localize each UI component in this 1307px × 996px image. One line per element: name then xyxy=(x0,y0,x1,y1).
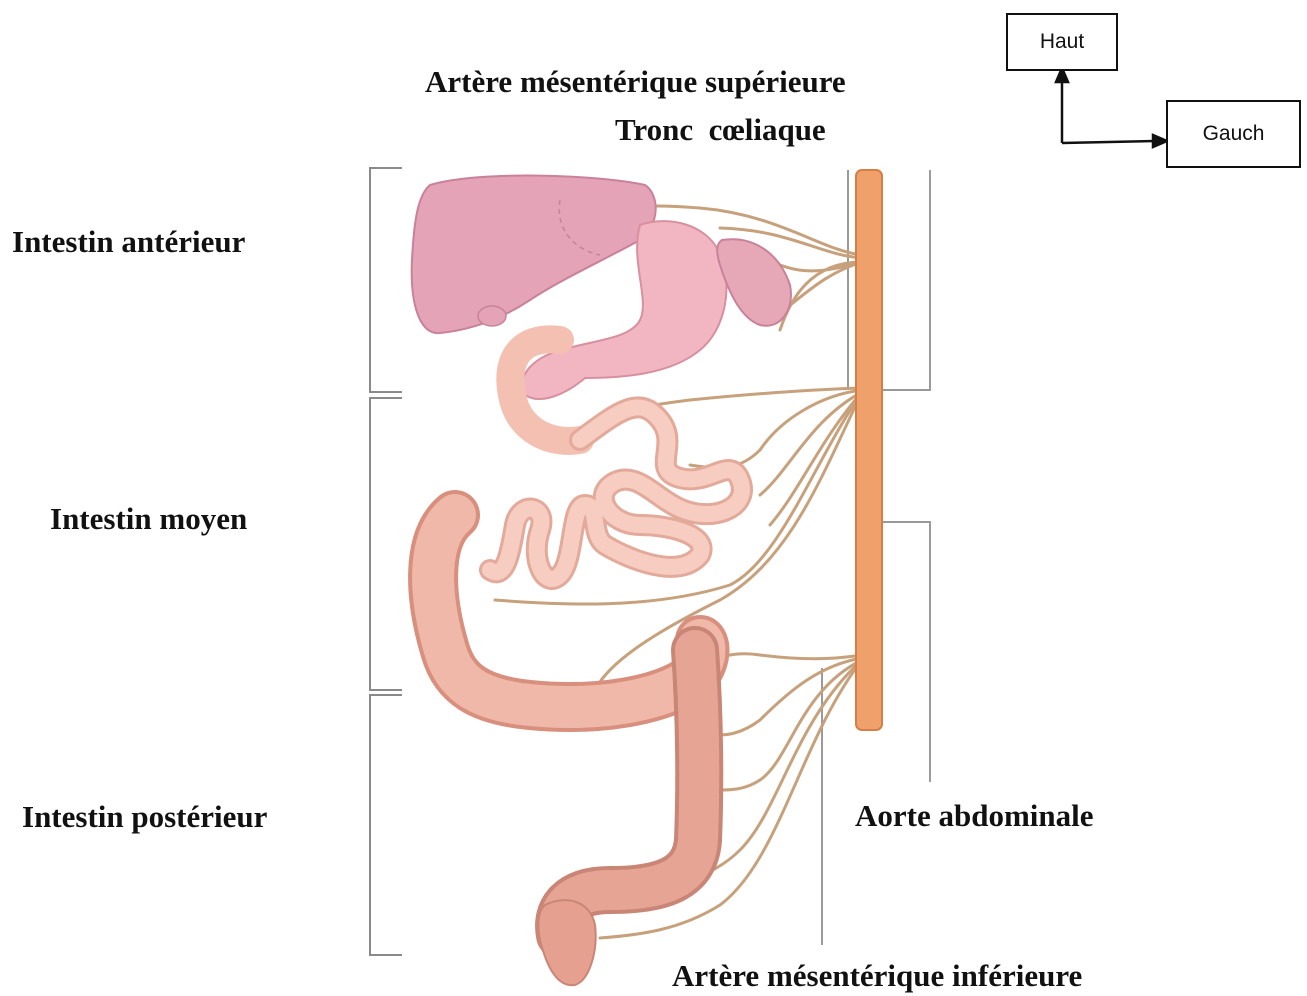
foregut-label: Intestin antérieur xyxy=(12,226,245,257)
spleen xyxy=(717,239,791,326)
aorta-guide-top xyxy=(878,170,930,390)
left-label: Gauch xyxy=(1203,122,1265,146)
rectum xyxy=(538,900,595,985)
aorta-guide xyxy=(878,522,930,782)
inferior-mesenteric-label: Artère mésentérique inférieure xyxy=(672,960,1082,991)
orientation-arrows xyxy=(1056,68,1167,147)
superior-mesenteric-label: Artère mésentérique supérieure xyxy=(425,66,846,97)
midgut-label: Intestin moyen xyxy=(50,503,247,534)
abdominal-aorta xyxy=(856,170,882,730)
hindgut-bracket xyxy=(370,695,402,955)
liver xyxy=(412,176,656,334)
up-label: Haut xyxy=(1040,30,1084,54)
hindgut-label: Intestin postérieur xyxy=(22,801,267,832)
gallbladder xyxy=(478,306,506,326)
foregut-bracket xyxy=(370,168,402,392)
left-direction-box: Gauch xyxy=(1166,100,1301,168)
celiac-trunk-label: Tronc cœliaque xyxy=(615,114,826,145)
midgut-bracket xyxy=(370,398,402,690)
abdominal-aorta-label: Aorte abdominale xyxy=(855,800,1094,831)
up-direction-box: Haut xyxy=(1006,13,1118,71)
region-brackets xyxy=(370,168,402,955)
